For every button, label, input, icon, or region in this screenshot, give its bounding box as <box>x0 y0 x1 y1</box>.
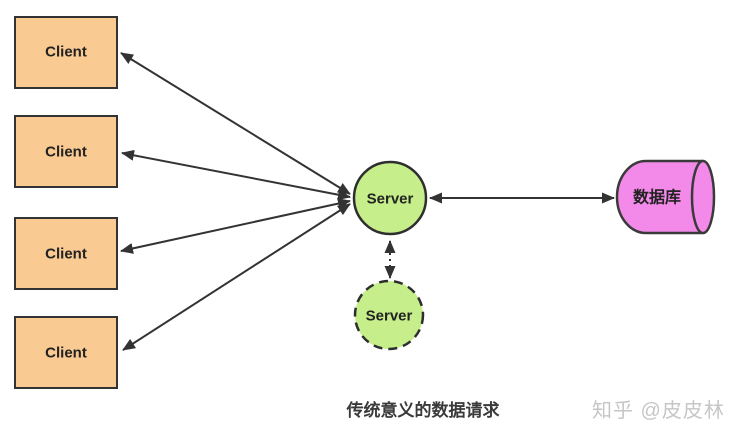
client-box <box>14 316 118 389</box>
backup-server-node <box>353 279 425 351</box>
database-label: 数据库 <box>633 188 681 207</box>
connector-client1-server <box>120 52 351 195</box>
client-server-connectors <box>120 52 351 351</box>
database-node: 数据库 <box>615 159 716 235</box>
database-cylinder-body <box>615 159 703 235</box>
client-box <box>14 16 118 89</box>
diagram-caption: 传统意义的数据请求 <box>346 400 500 420</box>
watermark: 知乎 @皮皮林 <box>592 399 725 422</box>
client-label: Client <box>45 44 87 61</box>
database-cylinder-cap <box>690 159 716 235</box>
client-box <box>14 115 118 188</box>
client-nodes: Client Client Client Client <box>14 16 118 389</box>
client-label: Client <box>45 246 87 263</box>
connector-client4-server <box>122 203 351 351</box>
client-label: Client <box>45 345 87 362</box>
client-box <box>14 217 118 290</box>
client-label: Client <box>45 144 87 161</box>
server-label: Server <box>367 191 414 208</box>
server-node <box>352 160 428 236</box>
connector-client2-server <box>121 149 351 201</box>
backup-server-label: Server <box>366 308 413 325</box>
